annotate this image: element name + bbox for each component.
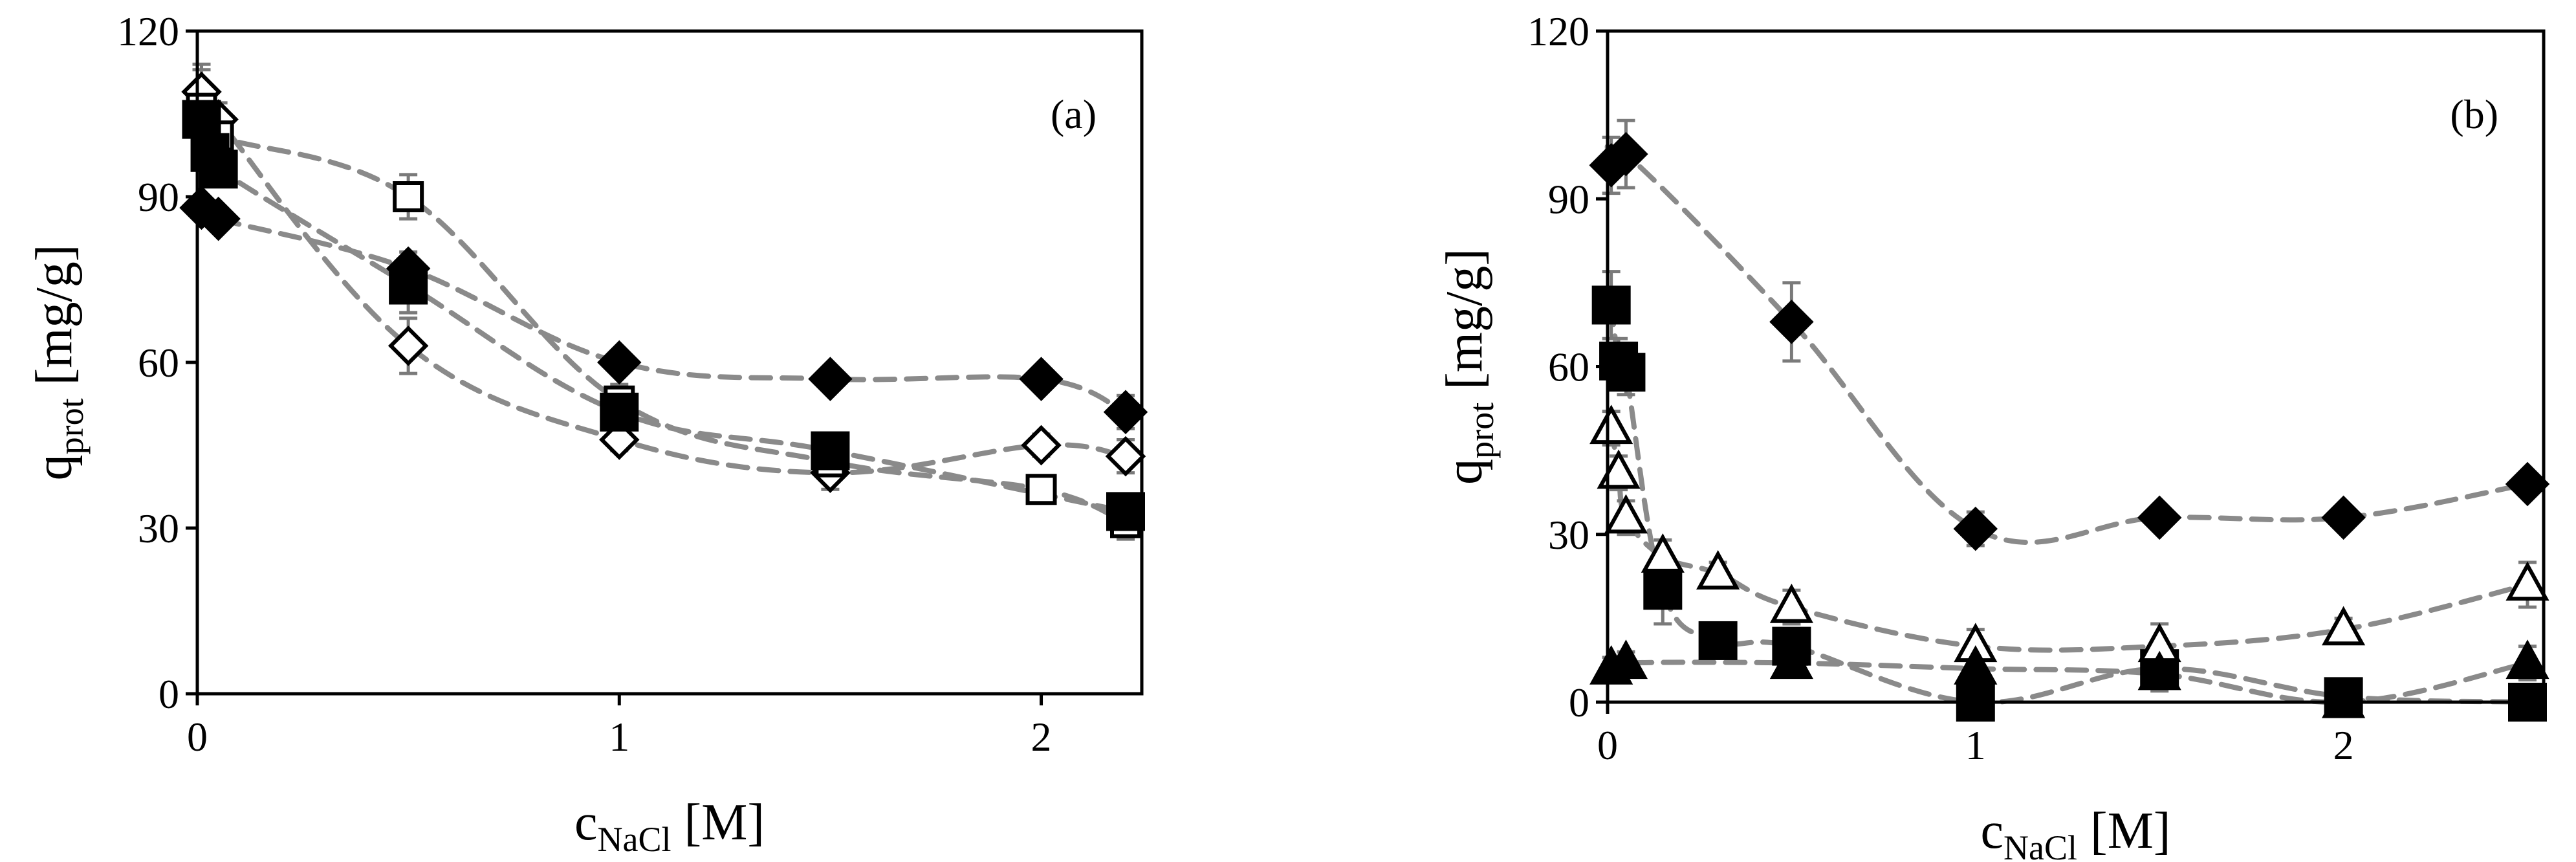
data-point-s1-p2 <box>196 196 241 241</box>
data-point-s2-p5 <box>1698 621 1738 660</box>
data-point-s2-p4 <box>1643 571 1683 610</box>
data-point-s2-p3 <box>387 326 429 366</box>
x-axis-title: cNaCl [M] <box>1981 802 2171 862</box>
plot-frame <box>1606 29 2546 704</box>
data-point-s3-p5 <box>1696 550 1740 590</box>
data-point-s3-p3 <box>393 181 424 212</box>
y-tick-label: 0 <box>158 671 179 717</box>
fit-curve-series-1 <box>1604 141 2530 546</box>
fit-curve-series-3 <box>194 105 1128 525</box>
data-point-s4-p6 <box>811 431 850 470</box>
plot-frame <box>195 29 1144 696</box>
y-tick-label: 90 <box>1548 176 1589 222</box>
error-bars <box>1602 118 2537 710</box>
panel-label: (a) <box>1051 91 1097 137</box>
data-point-s3-p6 <box>1025 474 1057 505</box>
data-point-s3-p2 <box>1597 449 1641 489</box>
data-point-s1-p3 <box>1769 300 1814 344</box>
y-tick-label: 30 <box>138 505 179 551</box>
data-point-s1-p5 <box>808 357 853 401</box>
panel-label: (b) <box>2450 91 2498 137</box>
x-axis-title: cNaCl [M] <box>574 794 765 859</box>
y-tick-label: 0 <box>1569 680 1589 725</box>
y-tick-label: 120 <box>117 8 179 54</box>
data-point-s3-p3 <box>1604 494 1648 534</box>
x-tick-label: 0 <box>187 714 208 760</box>
data-point-s4-p2 <box>1604 639 1648 680</box>
x-axis-ticks: 0 1 2 <box>1597 702 2354 768</box>
panel-b-chart: 0 30 60 90 120 0 1 2 cNaCl [M] qprot [mg/g] (b) <box>1436 8 2550 862</box>
data-point-s4-p3 <box>199 149 238 189</box>
data-point-s1-p6 <box>1019 357 1064 401</box>
y-tick-label: 60 <box>138 340 179 386</box>
data-point-s4-p7 <box>1106 492 1145 531</box>
fit-curve-series-4 <box>1604 659 2530 705</box>
data-point-s1-p5 <box>2137 495 2182 540</box>
x-tick-label: 1 <box>1965 722 1986 768</box>
y-tick-label: 60 <box>1548 344 1589 390</box>
data-point-s4-p1 <box>182 100 221 139</box>
data-point-s4-p5 <box>600 392 639 432</box>
x-tick-label: 0 <box>1597 722 1618 768</box>
data-point-s2-p3 <box>1606 353 1646 392</box>
y-axis-title: qprot [mg/g] <box>1436 249 1501 485</box>
data-point-s4-p3 <box>1769 639 1813 680</box>
data-point-s1-p7 <box>2505 461 2550 507</box>
x-axis-ticks: 0 1 2 <box>187 694 1052 760</box>
data-point-s1-p7 <box>1103 390 1148 435</box>
data-point-s3-p6 <box>1769 583 1813 623</box>
data-points <box>179 71 1148 538</box>
y-tick-label: 120 <box>1527 8 1589 54</box>
data-point-s3-p10 <box>2505 561 2549 601</box>
y-axis-ticks: 0 30 60 90 120 <box>1527 8 1608 725</box>
data-point-s4-p7 <box>2505 639 2549 680</box>
data-point-s1-p6 <box>2321 495 2366 540</box>
panel-a-chart: 0 30 60 90 120 0 1 2 cNaCl [M] qprot [mg/g] (a) <box>26 8 1148 859</box>
fit-curves <box>194 87 1128 525</box>
x-tick-label: 2 <box>1031 714 1052 760</box>
data-point-s2-p1 <box>1591 285 1631 325</box>
data-point-s4-p6 <box>2322 678 2366 718</box>
data-point-s2-p6 <box>1021 425 1062 466</box>
data-point-s3-p4 <box>1641 533 1685 573</box>
x-tick-label: 2 <box>2333 722 2354 768</box>
y-axis-title: qprot [mg/g] <box>26 245 91 481</box>
fit-curve-series-1 <box>194 205 1128 415</box>
y-tick-label: 30 <box>1548 512 1589 558</box>
y-tick-label: 90 <box>138 174 179 220</box>
data-point-s3-p9 <box>2322 606 2366 646</box>
data-points <box>1589 131 2550 722</box>
data-point-s4-p4 <box>1954 645 1998 685</box>
data-point-s1-p4 <box>1953 506 1998 551</box>
fit-curve-series-2 <box>1608 302 2530 705</box>
x-tick-label: 1 <box>609 714 629 760</box>
data-point-s3-p1 <box>1589 404 1633 445</box>
fit-curve-series-2 <box>194 87 1128 476</box>
data-point-s4-p5 <box>2137 650 2181 691</box>
data-point-s4-p4 <box>389 265 428 305</box>
data-point-s2-p7 <box>1105 436 1146 477</box>
fit-curves <box>1604 141 2530 705</box>
data-point-s1-p2 <box>1604 131 1648 177</box>
data-point-s1-p4 <box>597 340 642 385</box>
y-axis-ticks: 0 30 60 90 120 <box>117 8 197 717</box>
error-bars <box>192 62 1135 541</box>
